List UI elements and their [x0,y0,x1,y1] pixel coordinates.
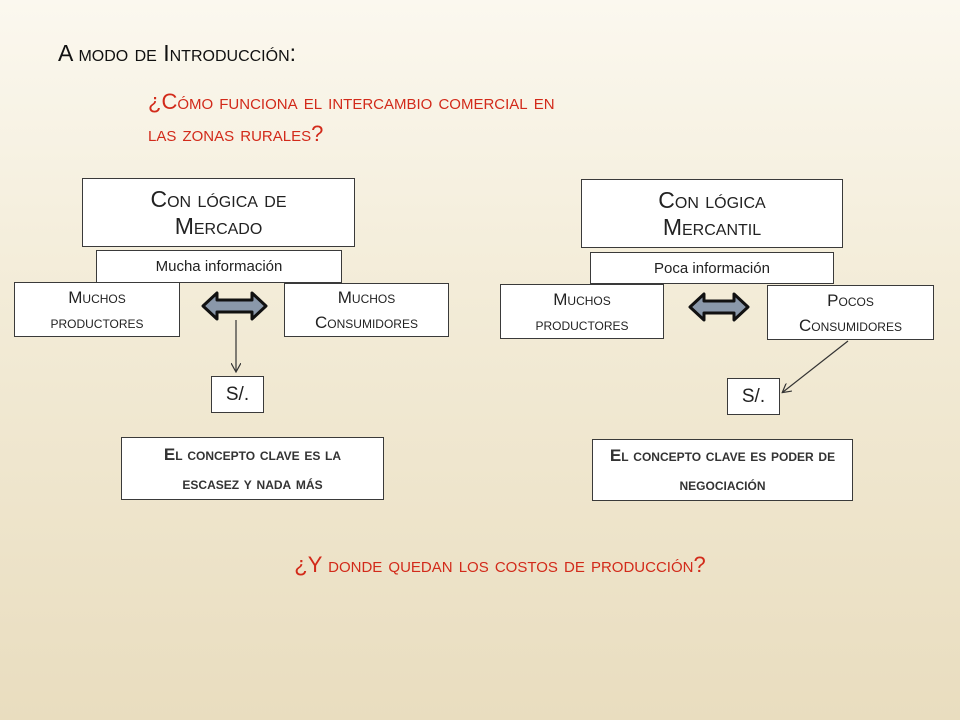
right-producers-box: Muchos productores [500,284,664,339]
left-logic-box: Con lógica de Mercado [82,178,355,247]
intro-heading: A modo de Introducción: [58,40,297,66]
right-diagonal-arrow-icon [783,340,849,392]
left-info-box: Mucha información [96,250,342,283]
right-price-label: S/. [741,385,766,407]
right-consumers-label: Pocos Consumidores [799,290,902,335]
right-concept-label: El concepto clave es poder de negociació… [609,446,836,494]
right-price-box: S/. [727,378,780,415]
right-logic-label: Con lógica Mercantil [658,186,766,240]
right-info-label: Poca información [654,259,770,277]
right-double-arrow-icon [688,292,750,322]
left-concept-box: El concepto clave es la escasez y nada m… [121,437,384,500]
left-info-label: Mucha información [155,258,283,275]
right-info-box: Poca información [590,252,834,284]
left-price-label: S/. [225,383,250,405]
question-top: ¿Cómo funciona el intercambio comercial … [148,89,555,146]
left-logic-label: Con lógica de Mercado [150,185,287,239]
right-logic-box: Con lógica Mercantil [581,179,843,248]
left-producers-label: Muchos productores [50,287,144,332]
left-double-arrow-icon [201,291,268,321]
left-consumers-box: Muchos Consumidores [284,283,449,337]
question-bottom: ¿Y donde quedan los costos de producción… [294,552,706,577]
left-producers-box: Muchos productores [14,282,180,337]
left-consumers-label: Muchos Consumidores [315,288,418,332]
right-concept-box: El concepto clave es poder de negociació… [592,439,853,501]
left-concept-label: El concepto clave es la escasez y nada m… [163,444,342,493]
right-consumers-box: Pocos Consumidores [767,285,934,340]
left-price-box: S/. [211,376,264,413]
right-producers-label: Muchos productores [535,289,629,334]
